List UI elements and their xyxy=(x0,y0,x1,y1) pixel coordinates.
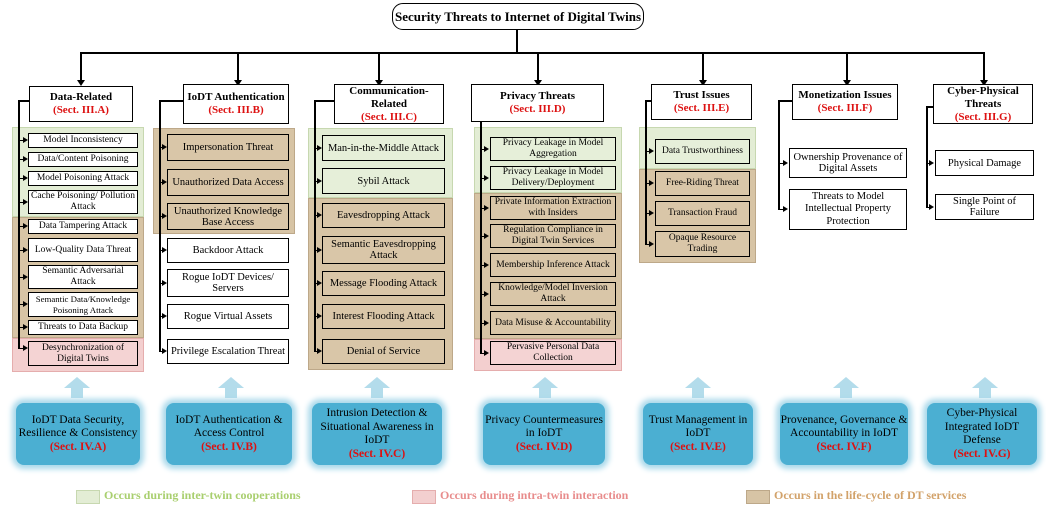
threat-item: Ownership Provenance of Digital Assets xyxy=(789,148,907,178)
threat-item: Backdoor Attack xyxy=(167,238,289,263)
threat-item: Sybil Attack xyxy=(322,168,445,194)
legend-swatch-pink xyxy=(412,490,436,504)
threat-item: Threats to Model Intellectual Property P… xyxy=(789,189,907,230)
up-arrow-icon xyxy=(831,377,861,398)
threat-item: Data Misuse & Accountability xyxy=(490,311,616,335)
threat-item: Rogue IoDT Devices/ Servers xyxy=(167,269,289,297)
threat-item: Man-in-the-Middle Attack xyxy=(322,135,445,161)
threat-item: Semantic Eavesdropping Attack xyxy=(322,236,445,264)
column-header-iodt-authentication: IoDT Authentication(Sect. III.B) xyxy=(183,84,289,124)
threat-item: Privilege Escalation Threat xyxy=(167,339,289,364)
threat-item: Semantic Data/Knowledge Poisoning Attack xyxy=(28,292,138,317)
threat-item: Knowledge/Model Inversion Attack xyxy=(490,282,616,306)
defense-box: Trust Management in IoDT(Sect. IV.E) xyxy=(643,403,753,465)
threat-item: Threats to Data Backup xyxy=(28,320,138,335)
threat-item: Privacy Leakage in Model Delivery/Deploy… xyxy=(490,166,616,190)
threat-item: Single Point of Failure xyxy=(935,194,1034,220)
threat-item: Unauthorized Data Access xyxy=(167,169,289,196)
threat-item: Free-Riding Threat xyxy=(655,171,750,196)
column-header-data-related: Data-Related(Sect. III.A) xyxy=(29,86,133,122)
defense-box: Provenance, Governance & Accountability … xyxy=(780,403,908,465)
threat-item: Rogue Virtual Assets xyxy=(167,304,289,329)
threat-item: Eavesdropping Attack xyxy=(322,203,445,228)
threat-item: Model Inconsistency xyxy=(28,133,138,148)
legend-swatch-tan xyxy=(746,490,770,504)
up-arrow-icon xyxy=(362,377,392,398)
legend-label: Occurs during inter-twin cooperations xyxy=(104,488,301,502)
threat-item: Regulation Compliance in Digital Twin Se… xyxy=(490,224,616,248)
threat-item: Pervasive Personal Data Collection xyxy=(490,341,616,365)
threat-item: Impersonation Threat xyxy=(167,134,289,161)
root-title: Security Threats to Internet of Digital … xyxy=(392,3,644,30)
threat-item: Privacy Leakage in Model Aggregation xyxy=(490,137,616,161)
defense-box: IoDT Data Security, Resilience & Consist… xyxy=(16,403,140,465)
threat-item: Semantic Adversarial Attack xyxy=(28,265,138,289)
threat-item: Cache Poisoning/ Pollution Attack xyxy=(28,190,138,214)
threat-item: Private Information Extraction with Insi… xyxy=(490,196,616,220)
threat-item: Opaque Resource Trading xyxy=(655,231,750,257)
defense-box: IoDT Authentication & Access Control(Sec… xyxy=(166,403,292,465)
up-arrow-icon xyxy=(216,377,246,398)
threat-item: Data Trustworthiness xyxy=(655,139,750,164)
threat-item: Transaction Fraud xyxy=(655,201,750,226)
threat-item: Desynchronization of Digital Twins xyxy=(28,341,138,366)
defense-box: Cyber-Physical Integrated IoDT Defense(S… xyxy=(927,403,1037,465)
column-header-monetization-issues: Monetization Issues(Sect. III.F) xyxy=(792,84,898,120)
up-arrow-icon xyxy=(970,377,1000,398)
threat-item: Low-Quality Data Threat xyxy=(28,238,138,262)
threat-item: Interest Flooding Attack xyxy=(322,304,445,329)
threat-item: Physical Damage xyxy=(935,150,1034,176)
threat-item: Model Poisoning Attack xyxy=(28,171,138,186)
defense-box: Privacy Countermeasures in IoDT(Sect. IV… xyxy=(483,403,605,465)
threat-item: Denial of Service xyxy=(322,339,445,364)
threat-item: Data Tampering Attack xyxy=(28,219,138,234)
threat-item: Membership Inference Attack xyxy=(490,253,616,277)
legend-label: Occurs during intra-twin interaction xyxy=(440,488,629,502)
column-header-trust-issues: Trust Issues(Sect. III.E) xyxy=(651,84,752,120)
defense-box: Intrusion Detection & Situational Awaren… xyxy=(312,403,442,465)
up-arrow-icon xyxy=(62,377,92,398)
legend-swatch-green xyxy=(76,490,100,504)
legend-label: Occurs in the life-cycle of DT services xyxy=(774,488,967,502)
column-header-communication-related: Communication-Related(Sect. III.C) xyxy=(334,84,444,124)
threat-item: Data/Content Poisoning xyxy=(28,152,138,167)
threat-item: Unauthorized Knowledge Base Access xyxy=(167,203,289,230)
column-header-cyber-physical-threats: Cyber-Physical Threats(Sect. III.G) xyxy=(933,84,1033,124)
up-arrow-icon xyxy=(683,377,713,398)
threat-item: Message Flooding Attack xyxy=(322,271,445,296)
column-header-privacy-threats: Privacy Threats(Sect. III.D) xyxy=(471,84,604,122)
up-arrow-icon xyxy=(530,377,560,398)
